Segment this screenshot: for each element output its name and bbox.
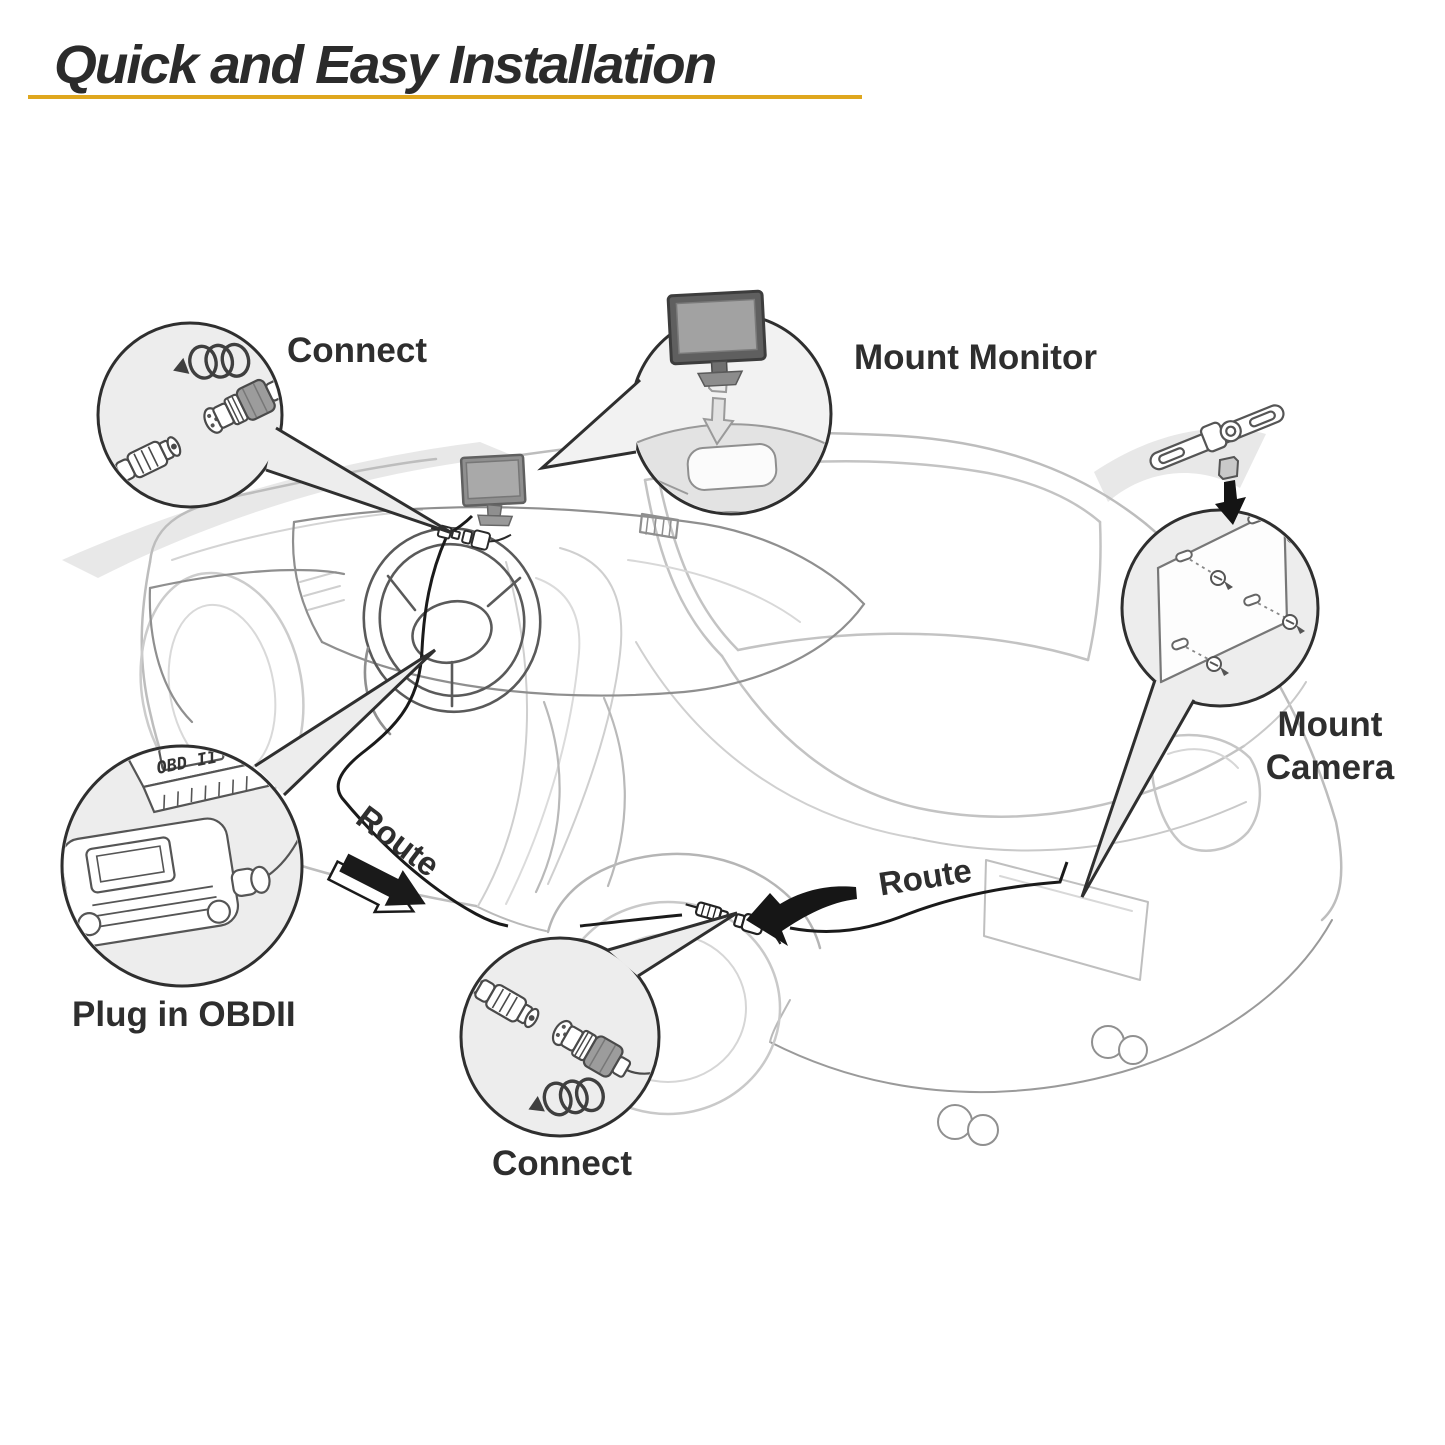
dashboard	[148, 506, 866, 894]
callout-pointer	[1080, 679, 1196, 898]
mount-down-arrow-icon	[1215, 455, 1246, 525]
cable-route	[336, 514, 1069, 933]
label-connect-top: Connect	[287, 331, 427, 370]
callout-plug-obdii: OBD II	[60, 648, 437, 988]
route-forward-arrow-icon	[326, 853, 426, 914]
right-pillar-band	[1094, 428, 1266, 502]
a-pillar-band	[62, 442, 514, 578]
title-underline	[28, 95, 862, 99]
callout-mount-camera	[1080, 404, 1320, 898]
callout-connect-bottom	[459, 911, 738, 1138]
taillight	[1150, 733, 1262, 852]
monitor-on-dash	[459, 453, 527, 527]
callout-connect-top	[96, 321, 453, 535]
callout-pointer	[254, 648, 437, 797]
license-bracket-camera	[1149, 404, 1285, 471]
callout-pointer	[607, 911, 738, 978]
callout-pointer	[265, 426, 453, 535]
obd-socket	[64, 817, 300, 947]
exhaust-tips	[937, 1025, 1148, 1146]
callout-mount-monitor	[537, 289, 833, 516]
label-mount-camera-line1: Mount	[1277, 705, 1383, 744]
steering-wheel	[362, 526, 542, 736]
callout-pointer	[537, 378, 642, 471]
label-mount-monitor: Mount Monitor	[854, 338, 1097, 377]
label-mount-camera-line2: Camera	[1265, 747, 1395, 787]
label-connect-bottom: Connect	[492, 1144, 632, 1183]
label-plug-obdii: Plug in OBDII	[72, 995, 296, 1034]
page-title: Quick and Easy Installation	[54, 35, 717, 95]
obd-plug	[124, 748, 274, 814]
label-mount-camera: Mount Camera	[1245, 704, 1415, 789]
monitor-callout-sprite	[666, 289, 767, 387]
plate-recess	[983, 859, 1149, 981]
route-back-arrow-icon	[746, 886, 857, 946]
